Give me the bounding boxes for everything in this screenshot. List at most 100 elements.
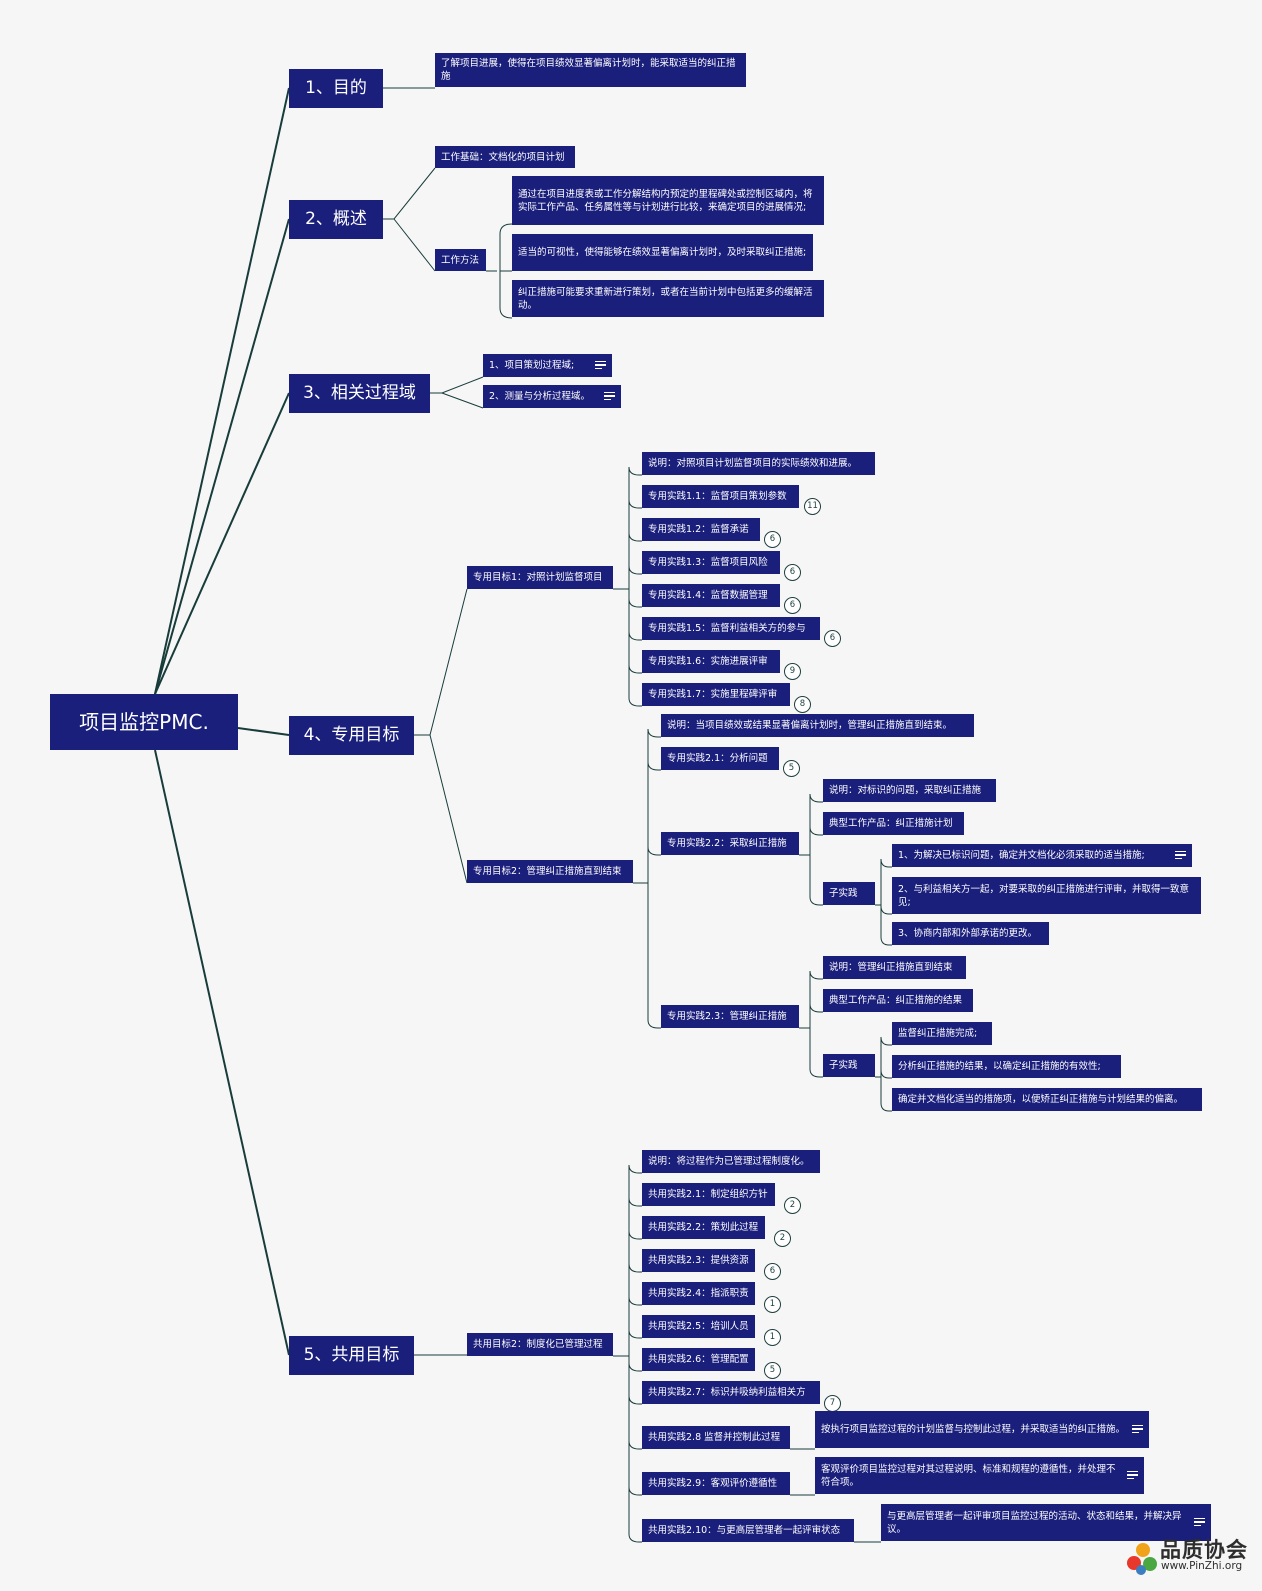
sp-1-4[interactable]: 专用实践1.4：监督数据管理 bbox=[642, 584, 780, 607]
overview-method[interactable]: 工作方法 bbox=[435, 249, 486, 271]
connector-line bbox=[880, 1102, 892, 1112]
note-icon[interactable] bbox=[595, 360, 606, 371]
child-count-badge[interactable]: 6 bbox=[764, 531, 781, 548]
gg2-description[interactable]: 说明：将过程作为已管理过程制度化。 bbox=[642, 1150, 820, 1173]
sp-1-6[interactable]: 专用实践1.6：实施进展评审 bbox=[642, 650, 780, 673]
sp-1-1[interactable]: 专用实践1.1：监督项目策划参数 bbox=[642, 485, 799, 508]
sp23-subpractice-1[interactable]: 监督纠正措施完成; bbox=[892, 1022, 992, 1045]
connector-line bbox=[880, 858, 892, 868]
connector-line bbox=[809, 1068, 823, 1078]
sp22-subpractice-3[interactable]: 3、协商内部和外部承诺的更改。 bbox=[892, 922, 1049, 945]
connector-line bbox=[628, 697, 642, 707]
sp23-subpractice-3[interactable]: 确定并文档化适当的措施项，以便矫正纠正措施与计划结果的偏离。 bbox=[892, 1088, 1202, 1111]
child-count-badge[interactable]: 8 bbox=[794, 696, 811, 713]
topic-purpose[interactable]: 1、目的 bbox=[289, 69, 383, 108]
sp-2-3[interactable]: 专用实践2.3：管理纠正措施 bbox=[661, 1005, 799, 1028]
detail-label: 按执行项目监控过程的计划监督与控制此过程，并采取适当的纠正措施。 bbox=[821, 1424, 1126, 1435]
sp23-subpractices[interactable]: 子实践 bbox=[823, 1054, 875, 1077]
method-item-1[interactable]: 通过在项目进度表或工作分解结构内预定的里程碑处或控制区域内，将实际工作产品、任务… bbox=[512, 176, 824, 225]
purpose-text[interactable]: 了解项目进展，使得在项目绩效显著偏离计划时，能采取适当的纠正措施 bbox=[435, 53, 746, 87]
child-count-badge[interactable]: 11 bbox=[804, 498, 821, 515]
gp-2-3[interactable]: 共用实践2.3：提供资源 bbox=[642, 1249, 755, 1272]
child-count-badge[interactable]: 6 bbox=[764, 1263, 781, 1280]
note-icon[interactable] bbox=[604, 391, 615, 402]
connector-line bbox=[499, 223, 513, 235]
gp-2-2[interactable]: 共用实践2.2：策划此过程 bbox=[642, 1216, 765, 1239]
child-count-badge[interactable]: 5 bbox=[783, 760, 800, 777]
sp23-subpractice-2[interactable]: 分析纠正措施的结果，以确定纠正措施的有效性; bbox=[892, 1055, 1121, 1078]
detail-label: 客观评价项目监控过程对其过程说明、标准和规程的遵循性，并处理不符合项。 bbox=[821, 1463, 1116, 1488]
child-count-badge[interactable]: 2 bbox=[784, 1197, 801, 1214]
child-count-badge[interactable]: 6 bbox=[824, 630, 841, 647]
generic-goal-2[interactable]: 共用目标2：制度化已管理过程 bbox=[467, 1333, 613, 1356]
root-connector bbox=[154, 87, 290, 695]
connector-line bbox=[628, 1362, 642, 1372]
connector-line bbox=[628, 664, 642, 674]
connector-line bbox=[880, 936, 892, 946]
root-topic[interactable]: 项目监控PMC. bbox=[50, 694, 238, 750]
connector-line bbox=[628, 1440, 642, 1450]
logo-site: www.PinZhi.org bbox=[1161, 1560, 1243, 1572]
sp-1-7[interactable]: 专用实践1.7：实施里程碑评审 bbox=[642, 683, 790, 706]
sg2-description[interactable]: 说明：当项目绩效或结果显著偏离计划时，管理纠正措施直到结束。 bbox=[661, 714, 974, 737]
connector-line bbox=[393, 218, 436, 272]
sp22-description[interactable]: 说明：对标识的问题，采取纠正措施 bbox=[823, 779, 996, 802]
gp-2-4[interactable]: 共用实践2.4：指派职责 bbox=[642, 1282, 755, 1305]
sp22-subpractices[interactable]: 子实践 bbox=[823, 882, 875, 905]
child-count-badge[interactable]: 5 bbox=[764, 1362, 781, 1379]
connector-line bbox=[647, 728, 661, 738]
sp-1-2[interactable]: 专用实践1.2：监督承诺 bbox=[642, 518, 760, 541]
gp-2-8-detail[interactable]: 按执行项目监控过程的计划监督与控制此过程，并采取适当的纠正措施。 bbox=[815, 1411, 1149, 1448]
related-pa-label: 1、项目策划过程域; bbox=[489, 360, 575, 371]
connector-line bbox=[647, 761, 661, 771]
gp-2-10-detail[interactable]: 与更高层管理者一起评审项目监控过程的活动、状态和结果，并解决异议。 bbox=[881, 1504, 1211, 1541]
topic-generic-goals[interactable]: 5、共用目标 bbox=[289, 1336, 414, 1375]
specific-goal-2[interactable]: 专用目标2：管理纠正措施直到结束 bbox=[467, 860, 633, 883]
child-count-badge[interactable]: 1 bbox=[764, 1296, 781, 1313]
child-count-badge[interactable]: 6 bbox=[784, 564, 801, 581]
child-count-badge[interactable]: 9 bbox=[784, 663, 801, 680]
method-item-2[interactable]: 适当的可视性，使得能够在绩效显著偏离计划时，及时采取纠正措施; bbox=[512, 234, 813, 271]
specific-goal-1[interactable]: 专用目标1：对照计划监督项目 bbox=[467, 566, 613, 589]
topic-related-process-areas[interactable]: 3、相关过程域 bbox=[289, 374, 430, 413]
child-count-badge[interactable]: 6 bbox=[784, 597, 801, 614]
gp-2-7[interactable]: 共用实践2.7：标识并吸纳利益相关方 bbox=[642, 1381, 820, 1404]
sp23-description[interactable]: 说明：管理纠正措施直到结束 bbox=[823, 956, 966, 979]
sg1-description[interactable]: 说明：对照项目计划监督项目的实际绩效和进展。 bbox=[642, 452, 875, 475]
sp23-work-product[interactable]: 典型工作产品：纠正措施的结果 bbox=[823, 989, 973, 1012]
connector-line bbox=[628, 631, 642, 641]
sp-1-3[interactable]: 专用实践1.3：监督项目风险 bbox=[642, 551, 780, 574]
gp-2-1[interactable]: 共用实践2.1：制定组织方针 bbox=[642, 1183, 775, 1206]
child-count-badge[interactable]: 7 bbox=[824, 1395, 841, 1412]
note-icon[interactable] bbox=[1175, 850, 1186, 861]
sp22-subpractice-1[interactable]: 1、为解决已标识问题，确定并文档化必须采取的适当措施; bbox=[892, 844, 1192, 867]
overview-basis[interactable]: 工作基础：文档化的项目计划 bbox=[435, 146, 575, 168]
child-count-badge[interactable]: 1 bbox=[764, 1329, 781, 1346]
sp22-work-product[interactable]: 典型工作产品：纠正措施计划 bbox=[823, 812, 964, 835]
connector-line bbox=[628, 532, 642, 542]
connector-line bbox=[628, 1533, 642, 1543]
related-pa-project-planning[interactable]: 1、项目策划过程域; bbox=[483, 354, 612, 377]
topic-specific-goals[interactable]: 4、专用目标 bbox=[289, 716, 414, 755]
gp-2-10[interactable]: 共用实践2.10：与更高层管理者一起评审状态 bbox=[642, 1519, 854, 1542]
connector-line bbox=[628, 1263, 642, 1273]
note-icon[interactable] bbox=[1132, 1424, 1143, 1435]
method-item-3[interactable]: 纠正措施可能要求重新进行策划，或者在当前计划中包括更多的缓解活动。 bbox=[512, 280, 824, 317]
topic-overview[interactable]: 2、概述 bbox=[289, 200, 383, 239]
sp22-subpractice-2[interactable]: 2、与利益相关方一起，对要采取的纠正措施进行评审，并取得一致意见; bbox=[892, 877, 1201, 914]
related-pa-measurement-analysis[interactable]: 2、测量与分析过程域。 bbox=[483, 385, 621, 408]
note-icon[interactable] bbox=[1127, 1470, 1138, 1481]
sp-1-5[interactable]: 专用实践1.5：监督利益相关方的参与 bbox=[642, 617, 820, 640]
gp-2-9[interactable]: 共用实践2.9：客观评价遵循性 bbox=[642, 1472, 790, 1495]
gp-2-5[interactable]: 共用实践2.5：培训人员 bbox=[642, 1315, 755, 1338]
child-count-badge[interactable]: 2 bbox=[774, 1230, 791, 1247]
connector-line bbox=[647, 1019, 661, 1029]
connector-line bbox=[628, 565, 642, 575]
logo-name: 品质协会 bbox=[1160, 1537, 1248, 1562]
gp-2-6[interactable]: 共用实践2.6：管理配置 bbox=[642, 1348, 755, 1371]
gp-2-9-detail[interactable]: 客观评价项目监控过程对其过程说明、标准和规程的遵循性，并处理不符合项。 bbox=[815, 1457, 1144, 1494]
sp-2-2[interactable]: 专用实践2.2：采取纠正措施 bbox=[661, 832, 799, 855]
note-icon[interactable] bbox=[1194, 1517, 1205, 1528]
sp-2-1[interactable]: 专用实践2.1：分析问题 bbox=[661, 747, 779, 770]
gp-2-8[interactable]: 共用实践2.8 监督并控制此过程 bbox=[642, 1426, 790, 1449]
